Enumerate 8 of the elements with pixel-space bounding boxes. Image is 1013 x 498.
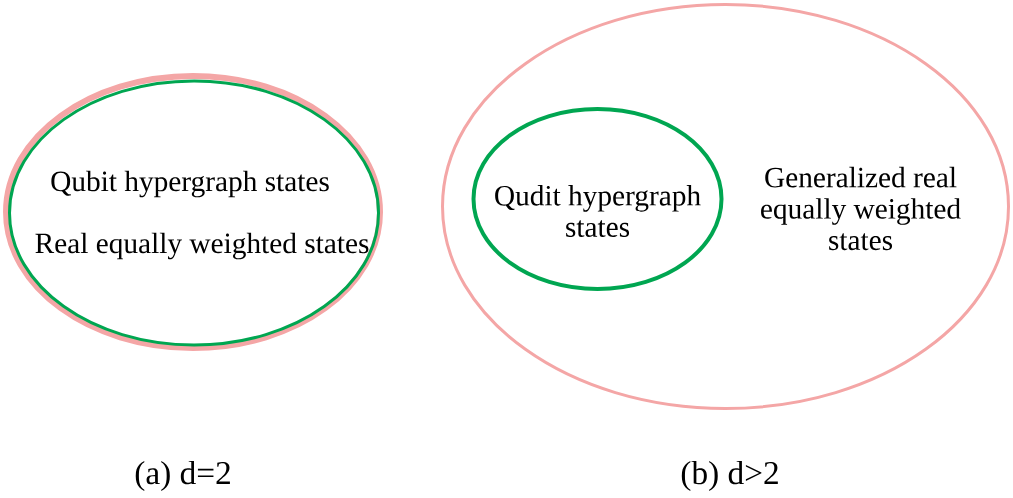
set-ellipse [441, 3, 1010, 410]
set-ellipse [471, 107, 724, 291]
set-label: Qudit hypergraph states [495, 185, 701, 237]
set-label: Real equally weighted states [35, 232, 369, 260]
set-label: Qubit hypergraph states [51, 170, 329, 198]
subfigure-caption: (a) d=2 [135, 460, 230, 492]
subfigure-caption: (b) d>2 [681, 460, 778, 492]
set-label: Generalized real equally weighted states [761, 166, 961, 251]
